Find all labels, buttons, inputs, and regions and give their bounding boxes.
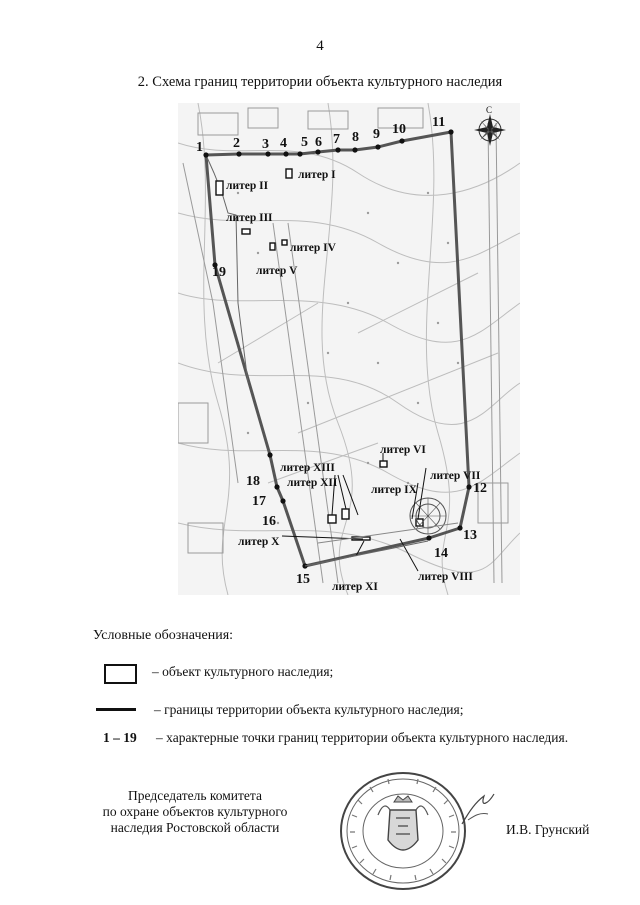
boundary-point-9: [375, 144, 381, 150]
map-topography: [178, 103, 520, 595]
handwritten-signature: [461, 793, 495, 825]
object-liter-6: [379, 460, 388, 468]
liter-label-7: литер VII: [430, 470, 481, 482]
legend-points-text: – характерные точки границ территории об…: [156, 730, 569, 745]
liter-label-13: литер XIII: [280, 462, 335, 474]
liter-label-3: литер III: [226, 212, 273, 224]
signatory-position: Председатель комитета по охране объектов…: [70, 788, 320, 836]
object-liter-5: [269, 242, 276, 251]
boundary-point-7: [335, 147, 341, 153]
boundary-point-11: [448, 129, 454, 135]
point-label-7: 7: [333, 132, 340, 147]
boundary-point-8: [352, 147, 358, 153]
boundary-point-19: [212, 262, 218, 268]
boundary-point-14: [426, 535, 432, 541]
liter-label-8: литер VIII: [418, 571, 473, 583]
liter-label-6: литер VI: [380, 444, 426, 456]
point-label-17: 17: [252, 494, 266, 509]
point-label-1: 1: [196, 140, 203, 155]
point-label-9: 9: [373, 127, 380, 142]
liter-label-4: литер IV: [290, 242, 337, 254]
point-label-10: 10: [392, 122, 406, 137]
object-liter-12: [327, 514, 337, 524]
boundary-point-4: [283, 151, 289, 157]
boundary-point-18: [267, 452, 273, 458]
legend-boundary-symbol: [96, 708, 136, 711]
boundary-point-2: [236, 151, 242, 157]
legend-boundary-text: – границы территории объекта культурного…: [154, 702, 464, 717]
point-label-13: 13: [463, 528, 477, 543]
liter-label-11: литер XI: [332, 581, 378, 593]
point-label-12: 12: [473, 481, 487, 496]
legend-points-range: 1 – 19: [103, 730, 137, 745]
liter-label-2: литер II: [226, 180, 269, 192]
north-marker: С: [486, 105, 492, 115]
legend-object-text: – объект культурного наследия;: [152, 664, 334, 679]
liter-label-1: литер I: [298, 169, 336, 181]
liter-label-12: литер XII: [287, 477, 338, 489]
point-label-4: 4: [280, 136, 287, 151]
point-label-15: 15: [296, 572, 310, 587]
liter-label-9: литер IX: [371, 484, 418, 496]
boundary-point-12: [466, 484, 472, 490]
point-label-8: 8: [352, 130, 359, 145]
object-liter-7: [415, 518, 424, 527]
page-number: 4: [316, 38, 324, 54]
boundary-point-16: [280, 498, 286, 504]
point-label-18: 18: [246, 474, 260, 489]
object-liter-2: [215, 180, 224, 196]
signatory-line-2: по охране объектов культурного: [102, 804, 288, 819]
point-label-3: 3: [262, 137, 269, 152]
boundary-point-17: [274, 484, 280, 490]
boundary-point-5: [297, 151, 303, 157]
boundary-point-3: [265, 151, 271, 157]
liter-label-5: литер V: [256, 265, 298, 277]
point-label-5: 5: [301, 135, 308, 150]
boundary-point-13: [457, 525, 463, 531]
legend-title: Условные обозначения:: [93, 628, 234, 643]
point-label-14: 14: [434, 546, 448, 561]
page-heading: 2. Схема границ территории объекта культ…: [137, 74, 503, 90]
signatory-line-1: Председатель комитета: [128, 788, 262, 803]
signatory-line-3: наследия Ростовской области: [110, 820, 280, 835]
boundary-point-6: [315, 149, 321, 155]
object-liter-3: [241, 228, 251, 235]
signatory-name: И.В. Грунский: [506, 822, 590, 837]
boundary-point-10: [399, 138, 405, 144]
boundary-map: С 1 2 3 4 5 6 7 8 9 10 11: [178, 103, 520, 595]
point-label-16: 16: [262, 514, 276, 529]
point-label-6: 6: [315, 135, 322, 150]
object-liter-13: [341, 508, 350, 520]
object-liter-1: [285, 168, 293, 179]
compass-rose-icon: С: [474, 105, 506, 146]
liter-label-10: литер X: [238, 536, 280, 548]
legend-object-symbol: [104, 664, 137, 684]
boundary-point-1: [203, 152, 209, 158]
point-label-2: 2: [233, 136, 240, 151]
point-label-19: 19: [212, 265, 226, 280]
official-seal-icon: [340, 772, 466, 890]
point-label-11: 11: [432, 115, 445, 130]
object-liter-4: [281, 239, 288, 246]
